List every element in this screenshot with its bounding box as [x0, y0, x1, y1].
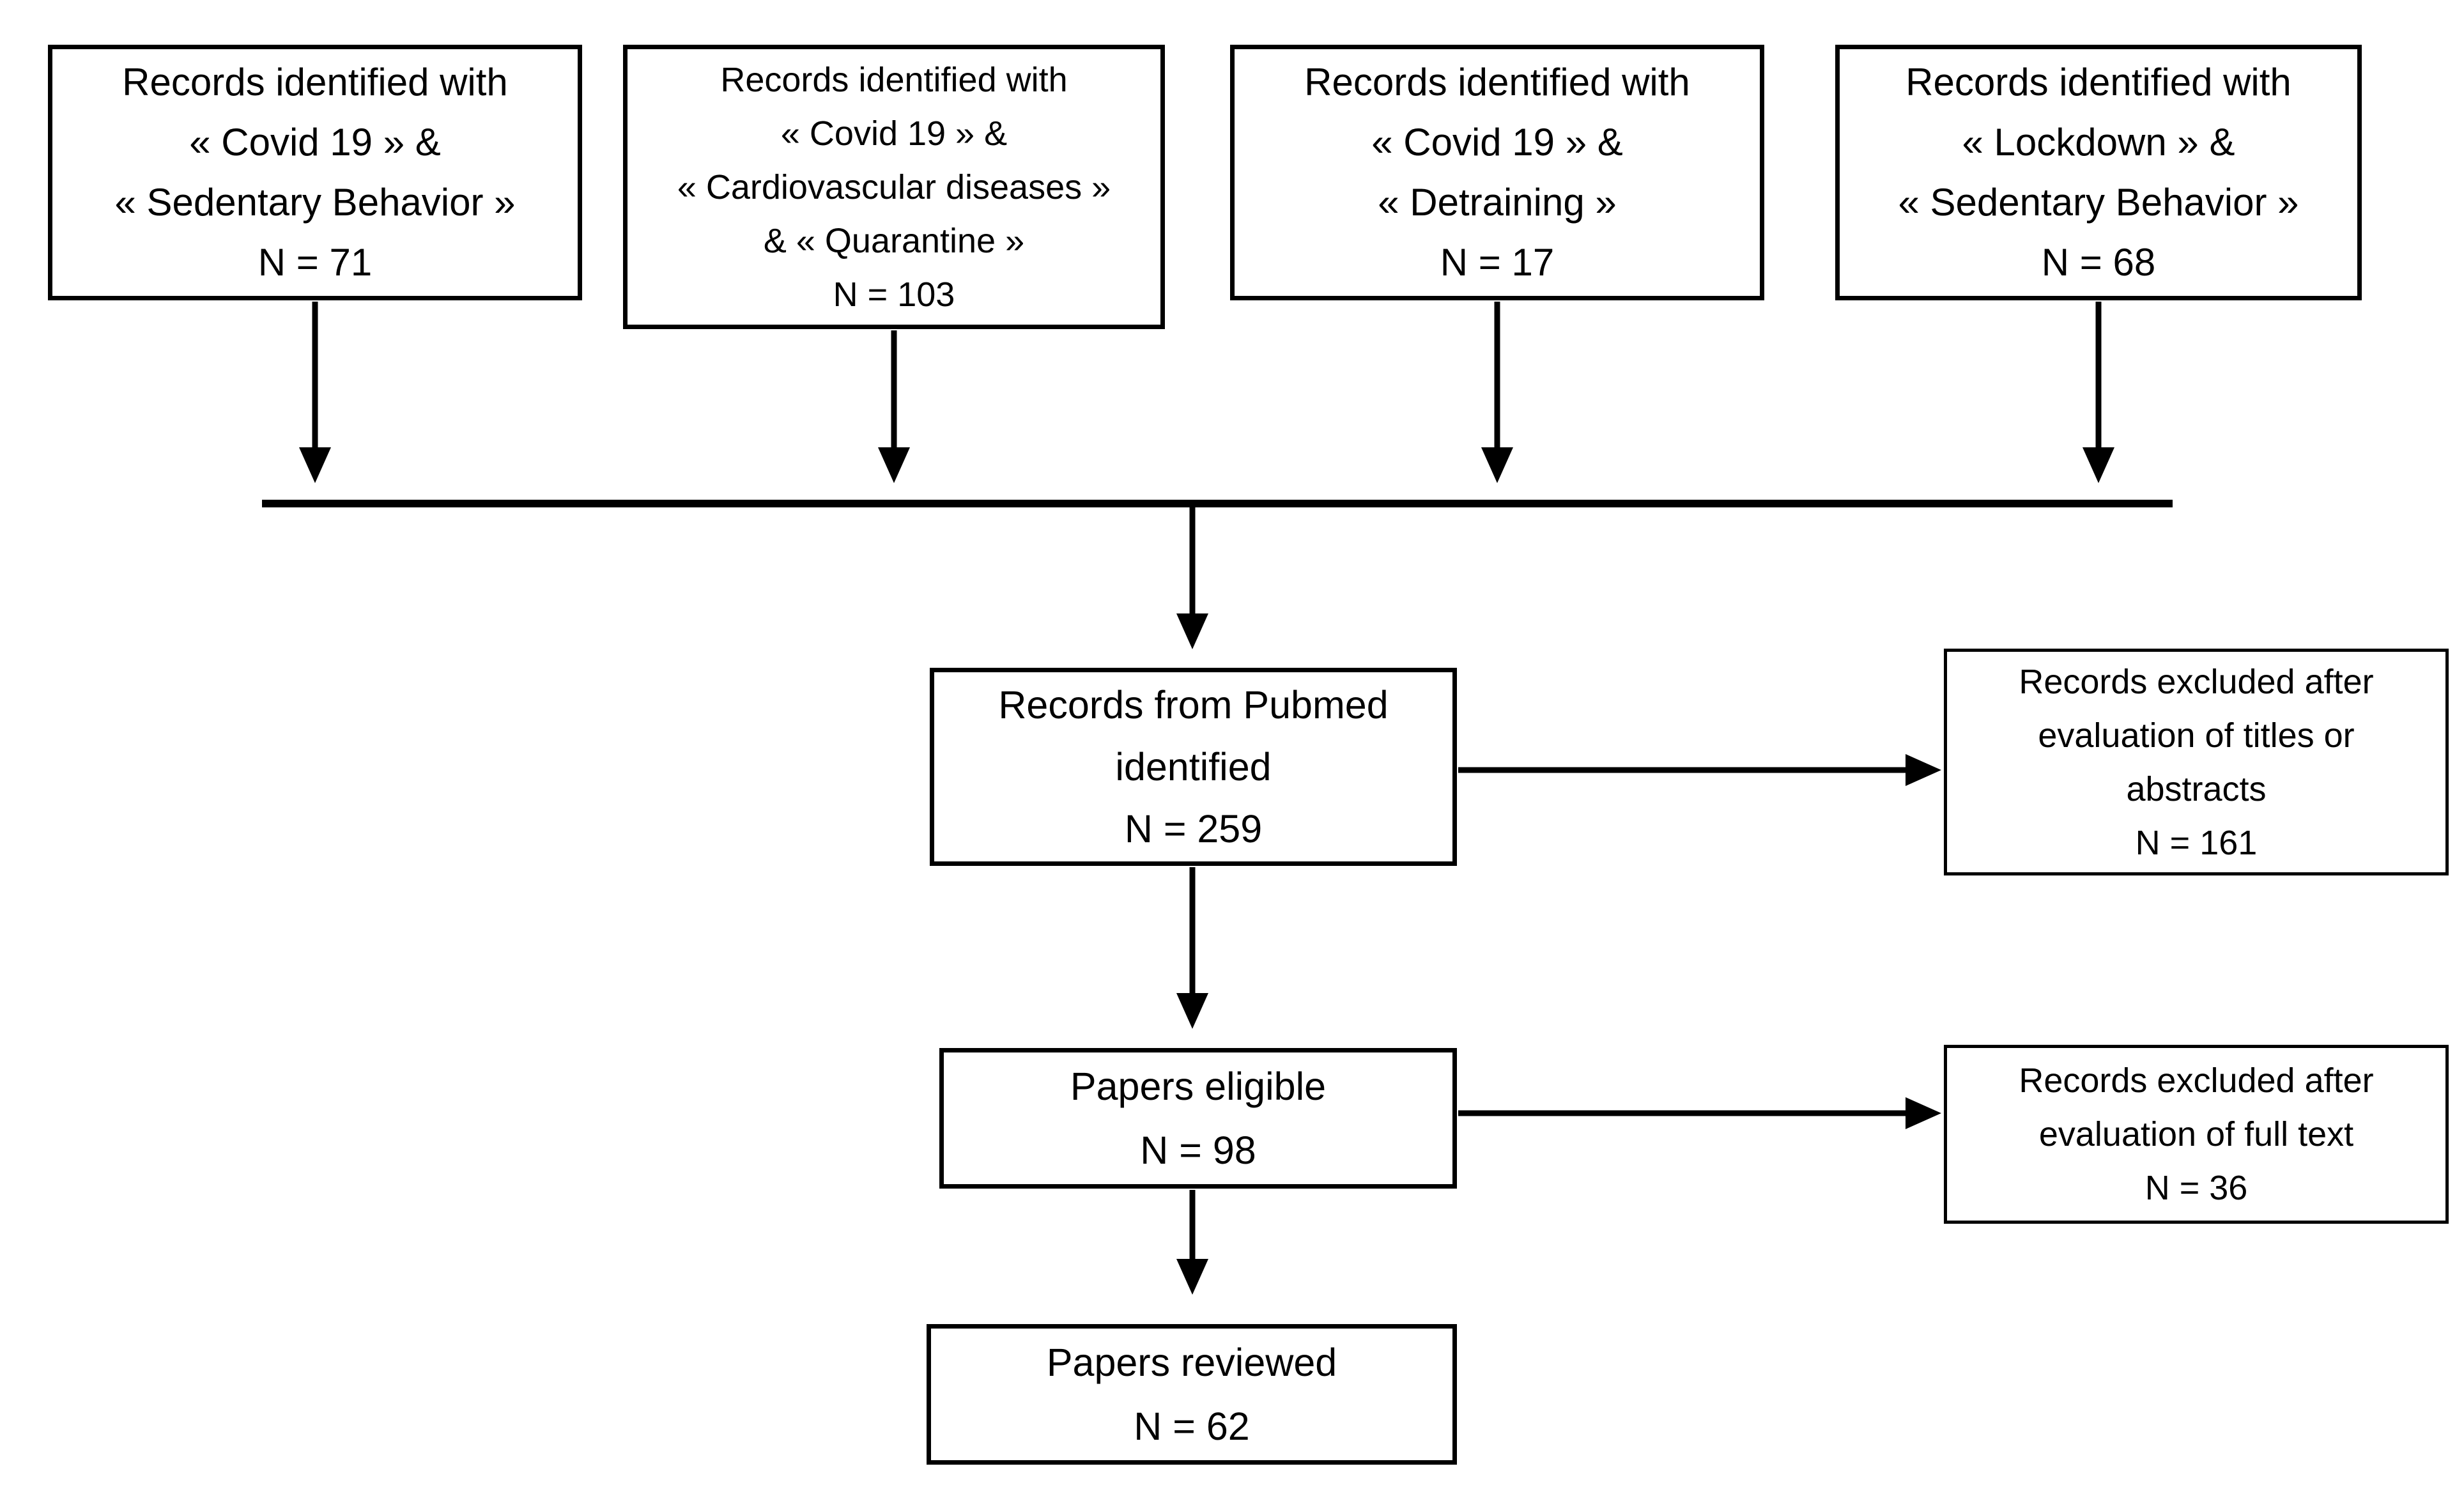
- arrow-eligible-to-excluded-fulltext: [1458, 1097, 1941, 1129]
- box-text-line: « Sedentary Behavior »: [114, 181, 516, 224]
- box-excluded-titles-abstracts: Records excluded after evaluation of tit…: [1944, 649, 2449, 875]
- arrow-merge-to-pubmed: [1176, 505, 1208, 649]
- arrow-covid-cardiovascular-down: [878, 330, 910, 483]
- box-text-line: Papers eligible: [1070, 1065, 1327, 1108]
- box-text-line: abstracts: [2126, 769, 2267, 808]
- box-text-line: Records excluded after: [2019, 1061, 2374, 1100]
- box-papers-eligible: Papers eligible N = 98: [939, 1048, 1457, 1189]
- arrow-head: [299, 447, 331, 483]
- box-count-line: N = 68: [2041, 241, 2156, 284]
- arrow-eligible-to-reviewed: [1176, 1190, 1208, 1295]
- box-count-line: N = 17: [1440, 241, 1555, 284]
- box-records-covid-detraining: Records identified with « Covid 19 » & «…: [1230, 45, 1764, 300]
- box-text-line: Records excluded after: [2019, 662, 2374, 701]
- arrow-head: [1906, 754, 1941, 786]
- box-text-line: identified: [1115, 744, 1272, 789]
- box-text-line: Records from Pubmed: [998, 682, 1389, 727]
- box-excluded-full-text: Records excluded after evaluation of ful…: [1944, 1045, 2449, 1224]
- box-text-line: evaluation of full text: [2038, 1115, 2354, 1153]
- arrow-head: [1176, 613, 1208, 649]
- arrow-pubmed-to-excluded-titles: [1458, 754, 1941, 786]
- box-count-line: N = 103: [833, 275, 955, 314]
- box-text-line: evaluation of titles or: [2038, 716, 2355, 755]
- box-text-line: Records identified with: [720, 60, 1068, 99]
- box-count-line: N = 98: [1140, 1129, 1256, 1172]
- box-text-line: « Covid 19 » &: [780, 114, 1008, 153]
- box-count-line: N = 62: [1134, 1405, 1250, 1448]
- box-text-line: Records identified with: [122, 61, 508, 104]
- box-text-line: Records identified with: [1906, 61, 2291, 104]
- arrow-head: [1481, 447, 1513, 483]
- box-count-line: N = 161: [2135, 823, 2258, 862]
- box-text-line: « Sedentary Behavior »: [1898, 181, 2299, 224]
- box-text-line: « Lockdown » &: [1962, 121, 2235, 164]
- box-count-line: N = 259: [1124, 806, 1263, 851]
- box-count-line: N = 71: [258, 241, 373, 284]
- arrow-head: [2083, 447, 2114, 483]
- arrow-pubmed-to-eligible: [1176, 867, 1208, 1029]
- box-text-line: « Cardiovascular diseases »: [677, 167, 1111, 206]
- box-papers-reviewed: Papers reviewed N = 62: [927, 1324, 1457, 1465]
- box-records-covid-sedentary: Records identified with « Covid 19 » & «…: [48, 45, 582, 300]
- box-text-line: Records identified with: [1304, 61, 1690, 104]
- box-records-from-pubmed: Records from Pubmed identified N = 259: [930, 668, 1457, 866]
- box-text-line: « Covid 19 » &: [189, 121, 441, 164]
- box-text-line: Papers reviewed: [1046, 1341, 1337, 1384]
- box-text-line: & « Quarantine »: [763, 221, 1025, 260]
- arrow-lockdown-sedentary-down: [2083, 302, 2114, 483]
- box-text-line: « Detraining »: [1378, 181, 1617, 224]
- arrow-head: [1176, 1259, 1208, 1295]
- arrow-head: [878, 447, 910, 483]
- box-records-lockdown-sedentary: Records identified with « Lockdown » & «…: [1835, 45, 2362, 300]
- arrow-covid-sedentary-down: [299, 302, 331, 483]
- box-count-line: N = 36: [2144, 1169, 2248, 1207]
- box-records-covid-cardiovascular-quarantine: Records identified with « Covid 19 » & «…: [623, 45, 1165, 329]
- arrow-covid-detraining-down: [1481, 302, 1513, 483]
- arrow-head: [1906, 1097, 1941, 1129]
- arrow-head: [1176, 993, 1208, 1029]
- box-text-line: « Covid 19 » &: [1371, 121, 1623, 164]
